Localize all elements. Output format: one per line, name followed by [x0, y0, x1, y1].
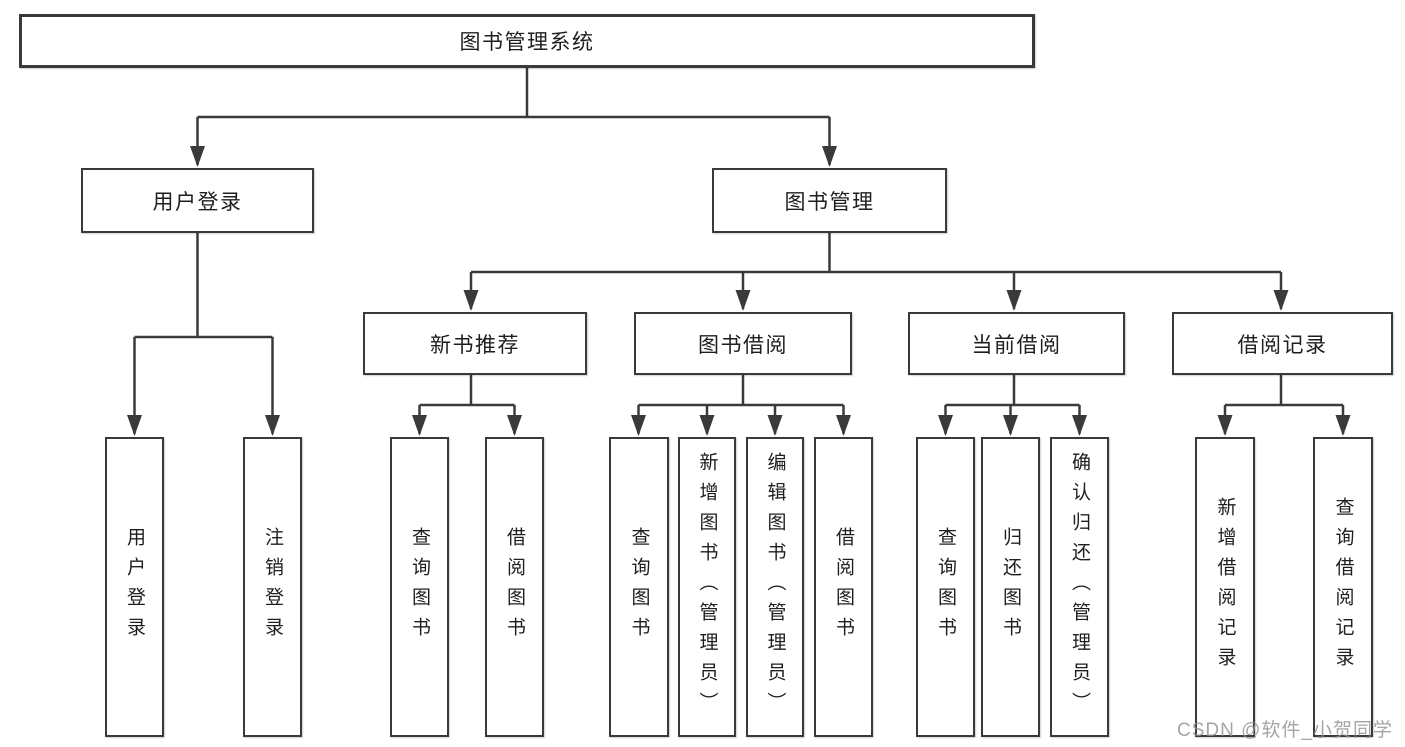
- arrowhead: [735, 290, 751, 311]
- node-user-login-label: 用户登录: [152, 190, 243, 214]
- leaf-user-login: 用户登录: [105, 437, 164, 737]
- leaf-edit-books-admin-label: 编辑图书（管理员）: [764, 452, 786, 722]
- leaf-add-borrow-record-label: 新增借阅记录: [1214, 497, 1236, 677]
- leaf-borrow-books-recommend-label: 借阅图书: [504, 527, 525, 647]
- leaf-query-books-borrow: 查询图书: [609, 437, 669, 737]
- arrowhead: [1335, 415, 1351, 436]
- node-library-management-system-label: 图书管理系统: [459, 31, 595, 54]
- node-borrow-records-label: 借阅记录: [1237, 333, 1328, 357]
- leaf-query-borrow-record: 查询借阅记录: [1313, 437, 1373, 737]
- leaf-add-books-admin-label: 新增图书（管理员）: [696, 452, 718, 722]
- leaf-add-books-admin: 新增图书（管理员）: [678, 437, 736, 737]
- leaf-query-books-current: 查询图书: [916, 437, 975, 737]
- leaf-add-borrow-record: 新增借阅记录: [1195, 437, 1255, 737]
- leaf-query-books-recommend-label: 查询图书: [409, 527, 430, 647]
- leaf-return-books-label: 归还图书: [1000, 527, 1021, 647]
- branch-user-login: [127, 233, 280, 436]
- branch-root: [190, 68, 837, 167]
- node-current-borrow: 当前借阅: [908, 312, 1125, 375]
- arrowhead: [1273, 290, 1289, 311]
- leaf-logout-login-label: 注销登录: [262, 527, 283, 647]
- node-new-book-recommend: 新书推荐: [363, 312, 587, 375]
- node-library-management-system: 图书管理系统: [19, 14, 1035, 68]
- node-book-borrow: 图书借阅: [634, 312, 852, 375]
- leaf-query-books-current-label: 查询图书: [935, 527, 956, 647]
- csdn-watermark: CSDN @软件_小贺同学: [1177, 720, 1393, 741]
- node-current-borrow-label: 当前借阅: [971, 333, 1062, 357]
- leaf-borrow-books-label: 借阅图书: [833, 527, 854, 647]
- arrowhead: [699, 415, 715, 436]
- node-book-borrow-label: 图书借阅: [698, 333, 788, 357]
- node-book-management: 图书管理: [712, 168, 947, 233]
- node-user-login: 用户登录: [81, 168, 314, 233]
- leaf-borrow-books-recommend: 借阅图书: [485, 437, 544, 737]
- branch-borrow-records: [1217, 375, 1351, 436]
- leaf-return-books: 归还图书: [981, 437, 1040, 737]
- arrowhead: [836, 415, 851, 436]
- arrowhead: [938, 415, 953, 436]
- arrowhead: [265, 415, 280, 436]
- arrowhead: [1072, 415, 1087, 436]
- branch-book-management: [463, 233, 1289, 311]
- arrowhead: [190, 146, 205, 167]
- node-new-book-recommend-label: 新书推荐: [430, 333, 520, 357]
- arrowhead: [822, 146, 837, 167]
- branch-book-borrow: [631, 375, 851, 436]
- arrowhead: [127, 415, 142, 436]
- leaf-confirm-return-admin: 确认归还（管理员）: [1050, 437, 1109, 737]
- leaf-user-login-label: 用户登录: [124, 527, 145, 647]
- arrowhead: [1006, 290, 1022, 311]
- node-book-management-label: 图书管理: [784, 190, 875, 214]
- leaf-logout-login: 注销登录: [243, 437, 302, 737]
- arrowhead: [1003, 415, 1018, 436]
- arrowhead: [767, 415, 783, 436]
- arrowhead: [631, 415, 646, 436]
- arrowhead: [412, 415, 427, 436]
- leaf-confirm-return-admin-label: 确认归还（管理员）: [1069, 452, 1090, 722]
- branch-new-book-recommend: [412, 375, 522, 436]
- leaf-query-books-borrow-label: 查询图书: [628, 527, 650, 647]
- arrowhead: [463, 290, 479, 311]
- arrowhead: [1217, 415, 1233, 436]
- arrowhead: [507, 415, 522, 436]
- leaf-borrow-books: 借阅图书: [814, 437, 873, 737]
- leaf-query-borrow-record-label: 查询借阅记录: [1332, 497, 1354, 677]
- node-borrow-records: 借阅记录: [1172, 312, 1393, 375]
- leaf-query-books-recommend: 查询图书: [390, 437, 449, 737]
- branch-current-borrow: [938, 375, 1087, 436]
- leaf-edit-books-admin: 编辑图书（管理员）: [746, 437, 804, 737]
